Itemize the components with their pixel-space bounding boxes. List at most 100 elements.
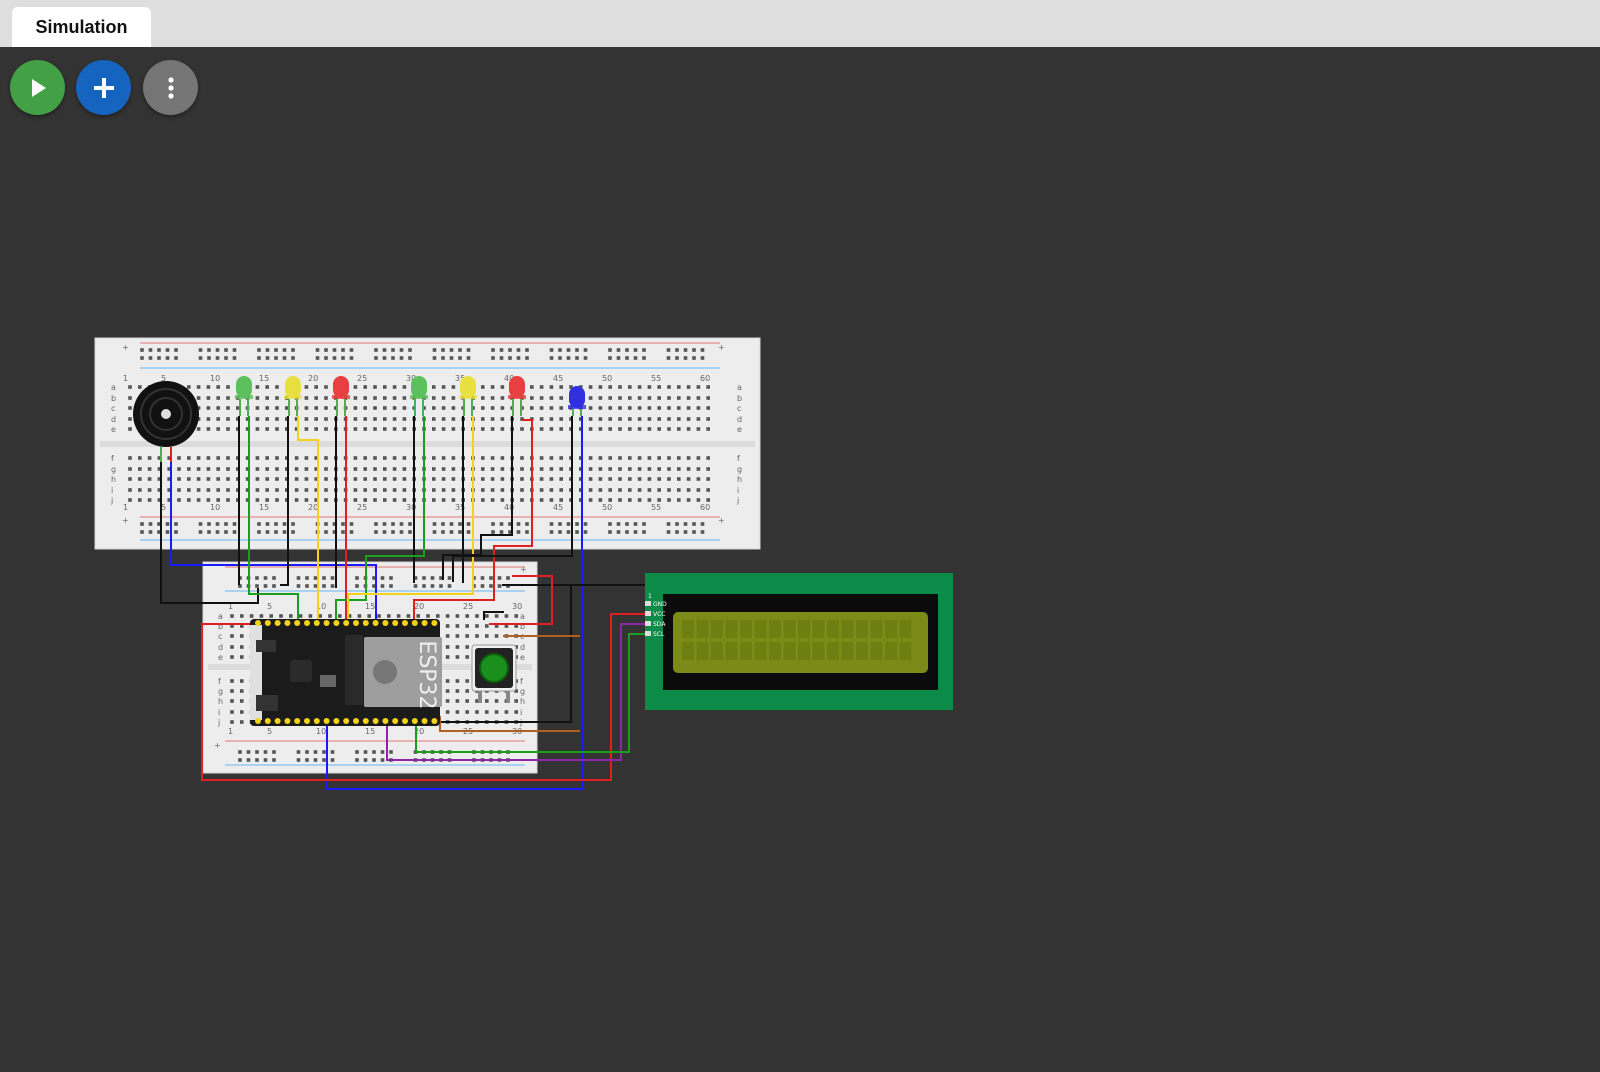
esp32-pin[interactable] <box>313 620 320 626</box>
esp32-pin[interactable] <box>402 718 408 724</box>
lcd-pin[interactable] <box>645 611 651 616</box>
esp32-pin[interactable] <box>333 620 340 626</box>
rail-hole <box>322 758 326 762</box>
esp32-pin[interactable] <box>294 718 301 724</box>
rail-hole <box>692 348 696 352</box>
esp32-pin[interactable] <box>264 620 271 626</box>
led-red[interactable] <box>333 376 349 398</box>
rail-hole <box>441 348 445 352</box>
esp32-pin[interactable] <box>392 718 399 724</box>
rail-hole <box>382 530 387 534</box>
breadboard-hole <box>216 477 220 481</box>
lcd-pin[interactable] <box>645 621 651 626</box>
esp32-pin[interactable] <box>392 620 399 626</box>
breadboard-hole <box>294 427 299 431</box>
play-button[interactable] <box>10 60 65 115</box>
more-options-button[interactable] <box>143 60 198 115</box>
breadboard-hole <box>402 477 407 481</box>
breadboard-hole <box>514 614 518 618</box>
esp32-pin[interactable] <box>313 718 320 724</box>
rail-hole <box>174 522 178 526</box>
breadboard-hole <box>128 385 132 389</box>
esp32-pin[interactable] <box>264 718 271 724</box>
rail-hole <box>499 530 504 534</box>
esp32-pin[interactable] <box>284 718 291 724</box>
led-green[interactable] <box>411 376 427 398</box>
breadboard-hole <box>373 498 377 502</box>
breadboard-hole <box>608 427 612 431</box>
breadboard-hole <box>318 614 322 618</box>
add-part-button[interactable] <box>76 60 131 115</box>
esp32-pin[interactable] <box>274 620 281 626</box>
esp32-pin[interactable] <box>274 718 281 724</box>
breadboard-hole <box>226 477 230 481</box>
pushbutton[interactable] <box>471 644 517 703</box>
buzzer[interactable] <box>133 381 199 462</box>
breadboard-hole <box>647 456 652 460</box>
esp32-pin[interactable] <box>382 718 389 724</box>
esp32-pin[interactable] <box>411 718 418 724</box>
breadboard-hole <box>465 710 469 714</box>
breadboard-hole <box>285 467 289 471</box>
breadboard-hole <box>304 456 309 460</box>
esp32-pin[interactable] <box>431 718 438 724</box>
esp32-pin[interactable] <box>402 620 408 626</box>
tab-simulation[interactable]: Simulation <box>12 7 151 47</box>
lcd-char-cell <box>899 642 912 660</box>
led-yellow[interactable] <box>285 376 301 398</box>
breadboard-hole <box>324 467 328 471</box>
led-yellow[interactable] <box>460 376 476 398</box>
esp32-pin[interactable] <box>362 718 369 724</box>
column-label: 50 <box>602 503 612 512</box>
breadboard-hole <box>187 385 191 389</box>
esp32-pin[interactable] <box>304 620 310 626</box>
lcd-pin-label: VCC <box>653 611 665 618</box>
esp32-pin[interactable] <box>255 620 261 626</box>
esp32-pin[interactable] <box>343 718 350 724</box>
wires[interactable] <box>160 416 650 790</box>
lcd-pin[interactable] <box>645 631 651 636</box>
esp32-pin[interactable] <box>411 620 418 626</box>
rail-hole <box>466 530 471 534</box>
esp32-pin[interactable] <box>421 620 428 626</box>
led-group[interactable] <box>235 376 586 416</box>
esp32-pin[interactable] <box>353 718 359 724</box>
breadboard-hole <box>387 614 391 618</box>
esp32-pin[interactable] <box>294 620 301 626</box>
esp32-pin[interactable] <box>382 620 389 626</box>
esp32-pin[interactable] <box>333 718 340 724</box>
esp32-pin[interactable] <box>421 718 428 724</box>
rail-hole <box>198 530 203 534</box>
esp32-pin[interactable] <box>323 620 330 626</box>
rail-hole <box>324 348 328 352</box>
column-label: 20 <box>414 602 424 611</box>
breadboard-hole <box>598 417 603 421</box>
lcd-pin[interactable] <box>645 601 651 606</box>
esp32-board[interactable]: ESP32 <box>250 619 442 726</box>
esp32-pin[interactable] <box>323 718 330 724</box>
rail-hole <box>207 522 211 526</box>
esp32-pin[interactable] <box>255 718 261 724</box>
breadboard-hole <box>147 488 152 492</box>
esp32-pin[interactable] <box>343 620 350 626</box>
breadboard-hole <box>383 498 387 502</box>
led-green[interactable] <box>236 376 252 398</box>
esp32-pin[interactable] <box>362 620 369 626</box>
esp32-pin[interactable] <box>431 620 438 626</box>
esp32-pin[interactable] <box>353 620 359 626</box>
rail-hole <box>558 522 562 526</box>
esp32-pin[interactable] <box>284 620 291 626</box>
esp32-pin[interactable] <box>372 718 379 724</box>
rail-hole <box>413 584 418 588</box>
esp32-pin[interactable] <box>304 718 310 724</box>
led-blue[interactable] <box>569 386 585 408</box>
breadboard-hole <box>490 456 495 460</box>
lcd-char-cell <box>769 620 781 638</box>
rail-hole <box>447 584 452 588</box>
led-red[interactable] <box>509 376 525 398</box>
breadboard-hole <box>481 477 485 481</box>
esp32-pin[interactable] <box>372 620 379 626</box>
rail-hole <box>324 356 328 360</box>
